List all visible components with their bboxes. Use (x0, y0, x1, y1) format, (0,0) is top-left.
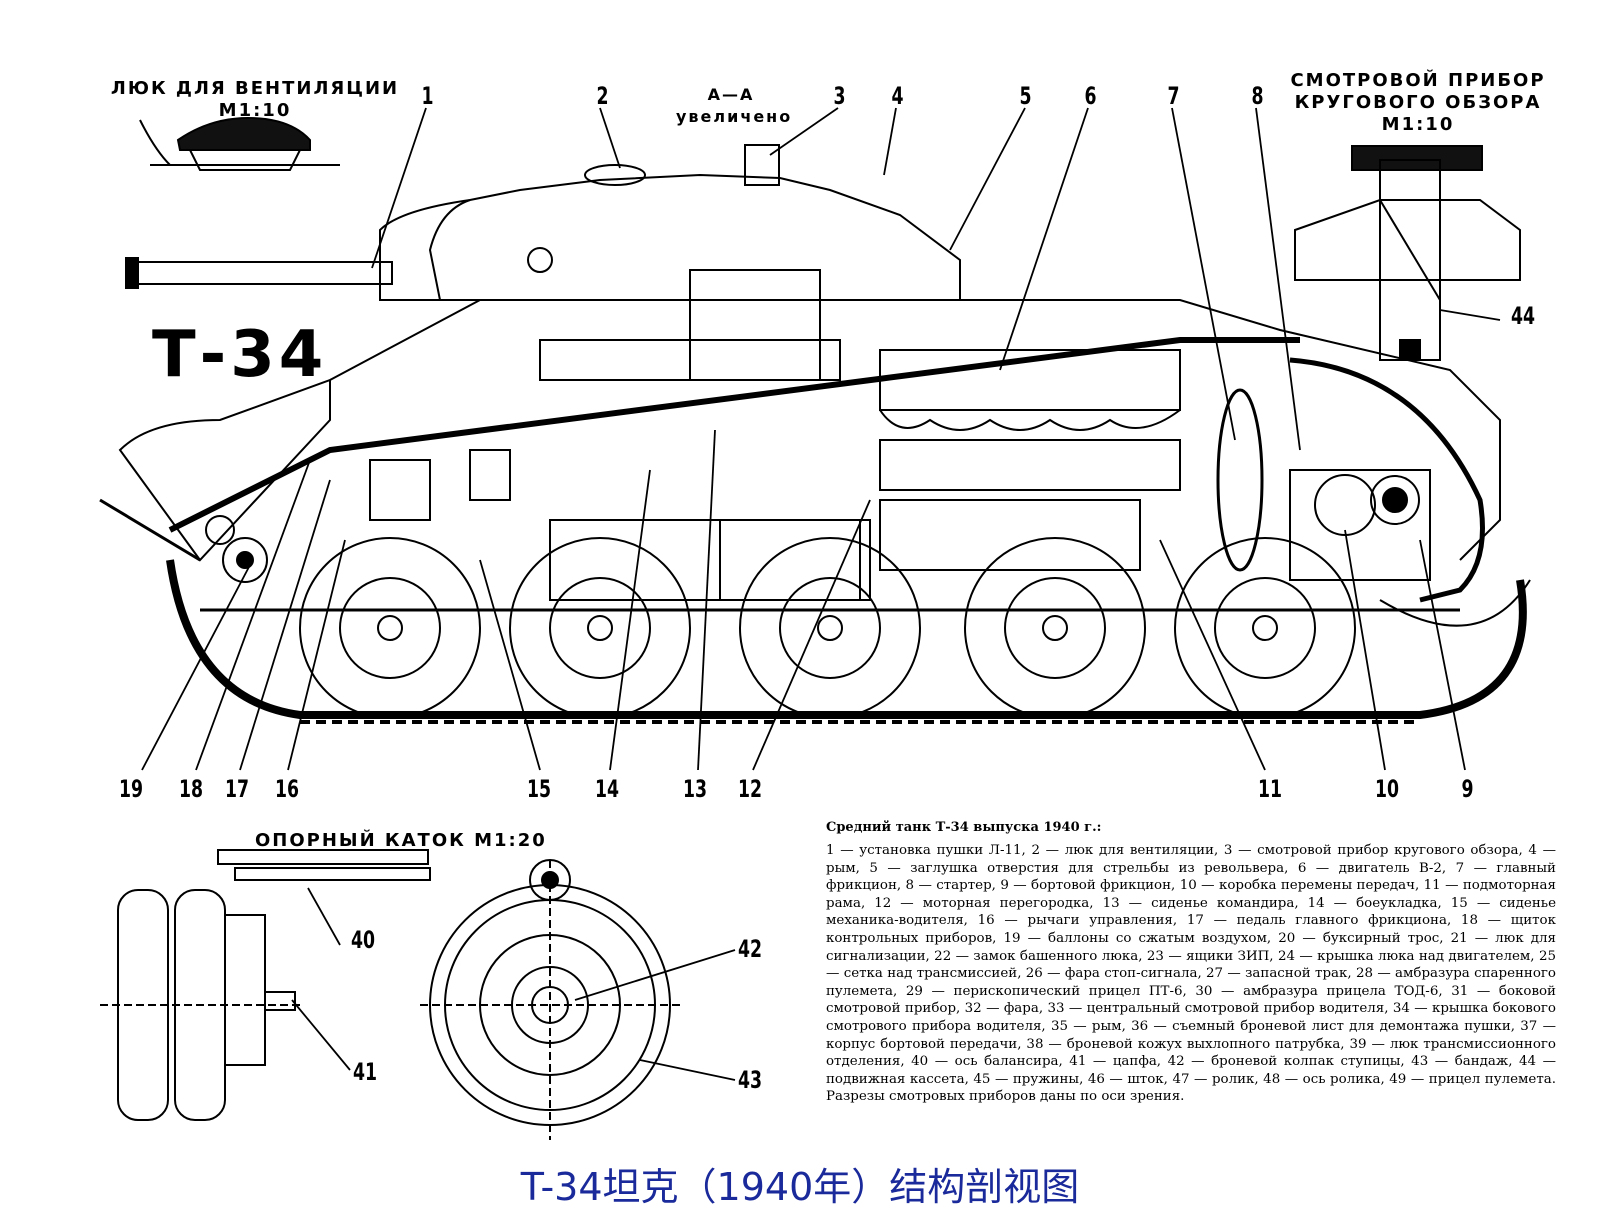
callout-7: 7 (1167, 82, 1180, 110)
callout-11: 11 (1258, 775, 1283, 803)
hull-upper (329, 299, 1501, 561)
callout-9: 9 (1461, 775, 1474, 803)
track-upper (168, 337, 1300, 533)
callout-15: 15 (527, 775, 552, 803)
tank-name: Т-34 (152, 318, 328, 392)
road-wheel-label: ОПОРНЫЙ КАТОК М1:20 (255, 830, 547, 851)
periscope-label: СМОТРОВОЙ ПРИБОР КРУГОВОГО ОБЗОРА М1:10 (1290, 70, 1546, 135)
road-wheel-side-detail (100, 849, 431, 1121)
callout-12: 12 (738, 775, 763, 803)
track-lower (166, 559, 1527, 719)
callout-42: 42 (738, 935, 763, 963)
callout-3: 3 (833, 82, 846, 110)
turret (379, 173, 961, 301)
periscope-detail (1294, 145, 1521, 361)
vent-hatch-detail (139, 116, 340, 171)
callout-8: 8 (1251, 82, 1264, 110)
road-wheel-front-detail (420, 859, 680, 1140)
caption-body: 1 — установка пушки Л-11, 2 — люк для ве… (826, 843, 1556, 1105)
leader-lines (141, 107, 1501, 1081)
callout-13: 13 (683, 775, 708, 803)
callout-43: 43 (738, 1066, 763, 1094)
callout-6: 6 (1084, 82, 1097, 110)
callout-4: 4 (891, 82, 904, 110)
callout-1: 1 (421, 82, 434, 110)
callout-5: 5 (1019, 82, 1032, 110)
callout-16: 16 (275, 775, 300, 803)
callout-44: 44 (1511, 302, 1536, 330)
road-wheels (299, 537, 1356, 719)
callout-41: 41 (353, 1058, 378, 1086)
caption-title: Средний танк Т-34 выпуска 1940 г.: (826, 820, 1102, 835)
callout-14: 14 (595, 775, 620, 803)
gun-barrel (131, 261, 393, 285)
callout-17: 17 (225, 775, 250, 803)
callout-19: 19 (119, 775, 144, 803)
footer-title: T-34坦克（1940年）结构剖视图 (520, 1165, 1080, 1209)
section-label: А—А увеличено (676, 85, 793, 126)
callout-18: 18 (179, 775, 204, 803)
callout-10: 10 (1375, 775, 1400, 803)
callout-2: 2 (596, 82, 609, 110)
vent-hatch-label: ЛЮК ДЛЯ ВЕНТИЛЯЦИИ М1:10 (110, 78, 400, 121)
callout-40: 40 (351, 926, 376, 954)
